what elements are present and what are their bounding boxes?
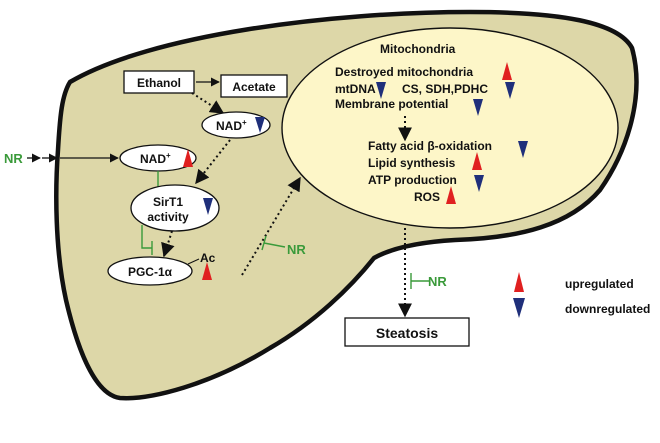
nad-nr-up-icon (183, 149, 193, 167)
ethanol-to-nad-arrow (191, 92, 225, 114)
sirt1-pgc-inhibit (141, 225, 152, 249)
nr-middle-label: NR (287, 242, 306, 257)
steatosis-label: Steatosis (376, 325, 438, 341)
nad-nr-label: NAD+ (140, 151, 171, 166)
pgc1a-label: PGC-1α (128, 265, 173, 279)
nr-left-label: NR (4, 151, 23, 166)
ethanol-label: Ethanol (137, 76, 181, 90)
mito-atp: ATP production (368, 173, 457, 187)
mito-mtdna: mtDNA (335, 82, 376, 96)
sirt1-down-icon (203, 198, 213, 215)
cs-down-icon (505, 82, 515, 99)
acetate-label: Acetate (232, 80, 276, 94)
mito-membrane: Membrane potential (335, 97, 448, 111)
mito-destroyed: Destroyed mitochondria (335, 65, 473, 79)
mito-fatty-acid: Fatty acid β-oxidation (368, 139, 492, 153)
pgc1a-ellipse (107, 256, 193, 286)
destroyed-up-icon (502, 62, 512, 80)
nr-steatosis-label: NR (428, 274, 447, 289)
sirt1-ellipse (130, 184, 220, 232)
lipid-up-icon (472, 152, 482, 170)
pgc1a-up-icon (202, 262, 212, 280)
sirt1-line1: SirT1 (153, 195, 183, 209)
legend-up-icon (514, 272, 524, 292)
legend-up-label: upregulated (565, 277, 634, 291)
fatty-down-icon (518, 141, 528, 158)
acetate-box (220, 74, 288, 98)
ethanol-box (123, 70, 195, 94)
nad-to-sirt1-arrow (195, 139, 231, 185)
steatosis-box (344, 317, 470, 347)
nad-low-down-icon (255, 117, 265, 133)
sirt1-line2: activity (147, 210, 189, 224)
atp-down-icon (474, 175, 484, 192)
mito-title: Mitochondria (380, 42, 456, 56)
mitochondria-ellipse (281, 27, 619, 229)
sirt1-to-pgc-arrow (161, 230, 175, 258)
membrane-down-icon (473, 99, 483, 116)
pgc-to-mito-arrow (241, 176, 301, 276)
nad-low-ellipse (201, 111, 271, 139)
nad-low-label: NAD+ (216, 118, 247, 133)
nr-middle-inhibit (263, 242, 286, 248)
ac-label: Ac (200, 251, 216, 265)
mito-lipid: Lipid synthesis (368, 156, 456, 170)
legend-down-icon (513, 298, 525, 318)
legend-down-label: downregulated (565, 302, 650, 316)
mito-ros: ROS (414, 190, 440, 204)
mito-cs-sdh: CS, SDH,PDHC (402, 82, 488, 96)
mtdna-down-icon (376, 82, 386, 99)
ros-up-icon (446, 186, 456, 204)
